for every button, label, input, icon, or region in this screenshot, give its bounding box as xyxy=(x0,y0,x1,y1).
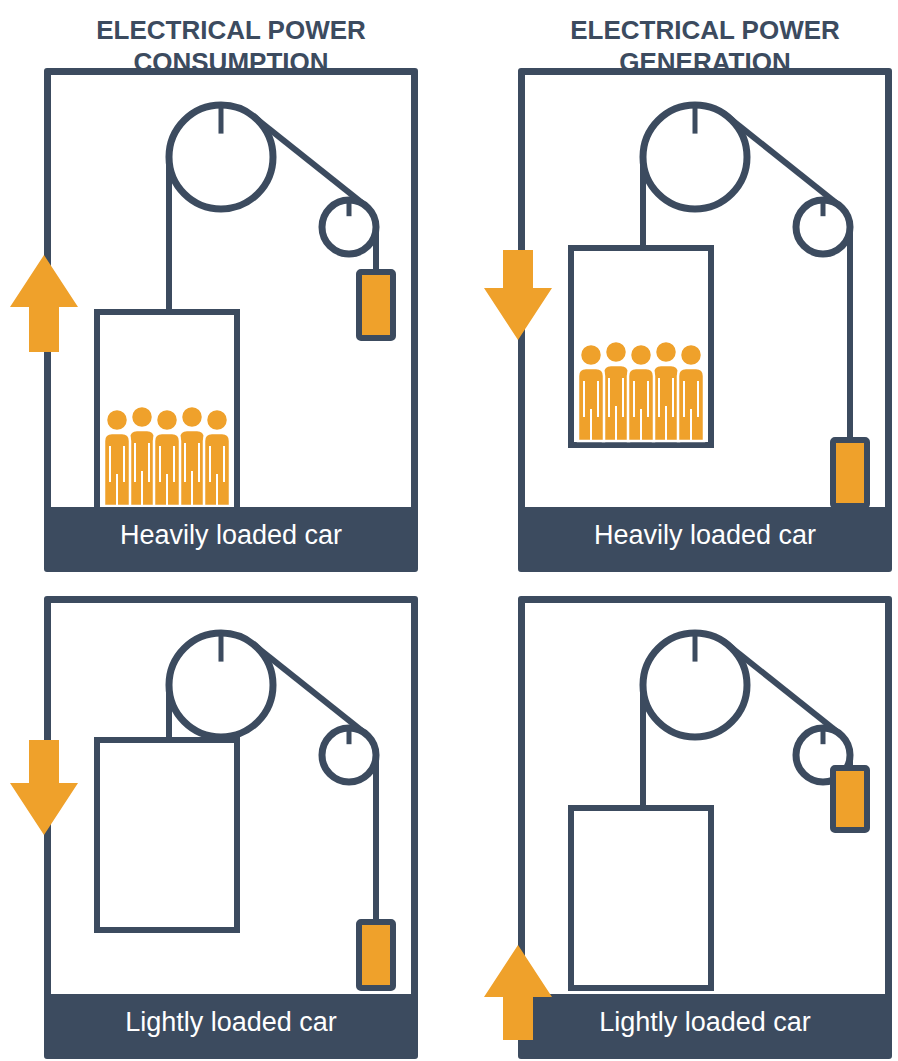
elevator-drawing xyxy=(97,105,393,510)
caption-text: Heavily loaded car xyxy=(120,521,342,551)
deflector-sheave xyxy=(322,200,376,254)
elevator-panel: Lightly loaded car xyxy=(518,596,892,1059)
counterweight-rope xyxy=(847,227,853,440)
passenger-icon xyxy=(603,341,629,441)
elevator-car xyxy=(97,740,237,930)
caption-text: Lightly loaded car xyxy=(125,1008,337,1038)
passenger-icon xyxy=(129,406,155,506)
car-rope xyxy=(640,157,646,248)
sheave-mark xyxy=(347,200,352,216)
passenger-icon xyxy=(179,406,205,506)
caption-band: Lightly loaded car xyxy=(51,994,411,1052)
passenger-icon xyxy=(653,341,679,441)
passenger-icon xyxy=(578,344,604,441)
sheave-mark xyxy=(693,105,698,134)
passenger-icon xyxy=(678,344,704,441)
sheave-mark xyxy=(693,633,698,662)
counterweight xyxy=(359,272,393,338)
sheave-mark xyxy=(347,728,352,744)
caption-text: Heavily loaded car xyxy=(594,521,816,551)
deflector-sheave xyxy=(796,200,850,254)
direction-arrow xyxy=(10,740,78,835)
sheave-mark xyxy=(821,728,826,744)
drive-sheave xyxy=(169,633,273,737)
elevator-drawing xyxy=(571,105,867,506)
sheave-mark xyxy=(219,633,224,662)
caption-band: Lightly loaded car xyxy=(525,994,885,1052)
caption-band: Heavily loaded car xyxy=(525,507,885,565)
counterweight xyxy=(833,768,867,830)
direction-arrow xyxy=(484,250,552,340)
car-rope xyxy=(640,685,646,808)
sheave-mark xyxy=(821,200,826,216)
deflector-sheave xyxy=(322,728,376,782)
passenger-icon xyxy=(154,409,180,506)
caption-text: Lightly loaded car xyxy=(599,1008,811,1038)
elevator-car xyxy=(571,808,711,988)
elevator-panel: Lightly loaded car xyxy=(44,596,418,1059)
drive-sheave xyxy=(643,105,747,209)
counterweight-rope xyxy=(373,755,379,922)
elevator-panel: Heavily loaded car xyxy=(44,68,418,572)
sheave-mark xyxy=(219,105,224,134)
direction-arrow xyxy=(484,945,552,1040)
direction-arrow xyxy=(10,255,78,352)
elevator-panel: Heavily loaded car xyxy=(518,68,892,572)
passenger-icon xyxy=(204,409,230,506)
counterweight xyxy=(833,440,867,506)
drive-sheave xyxy=(643,633,747,737)
elevator-drawing xyxy=(571,633,867,988)
elevator-drawing xyxy=(97,633,393,988)
car-rope xyxy=(166,157,172,312)
elevator-car xyxy=(571,248,711,445)
counterweight-rope xyxy=(373,227,379,272)
passenger-icon xyxy=(104,409,130,506)
elevator-car xyxy=(97,312,237,510)
car-rope xyxy=(166,685,172,740)
drive-sheave xyxy=(169,105,273,209)
counterweight xyxy=(359,922,393,988)
caption-band: Heavily loaded car xyxy=(51,507,411,565)
passenger-icon xyxy=(628,344,654,441)
